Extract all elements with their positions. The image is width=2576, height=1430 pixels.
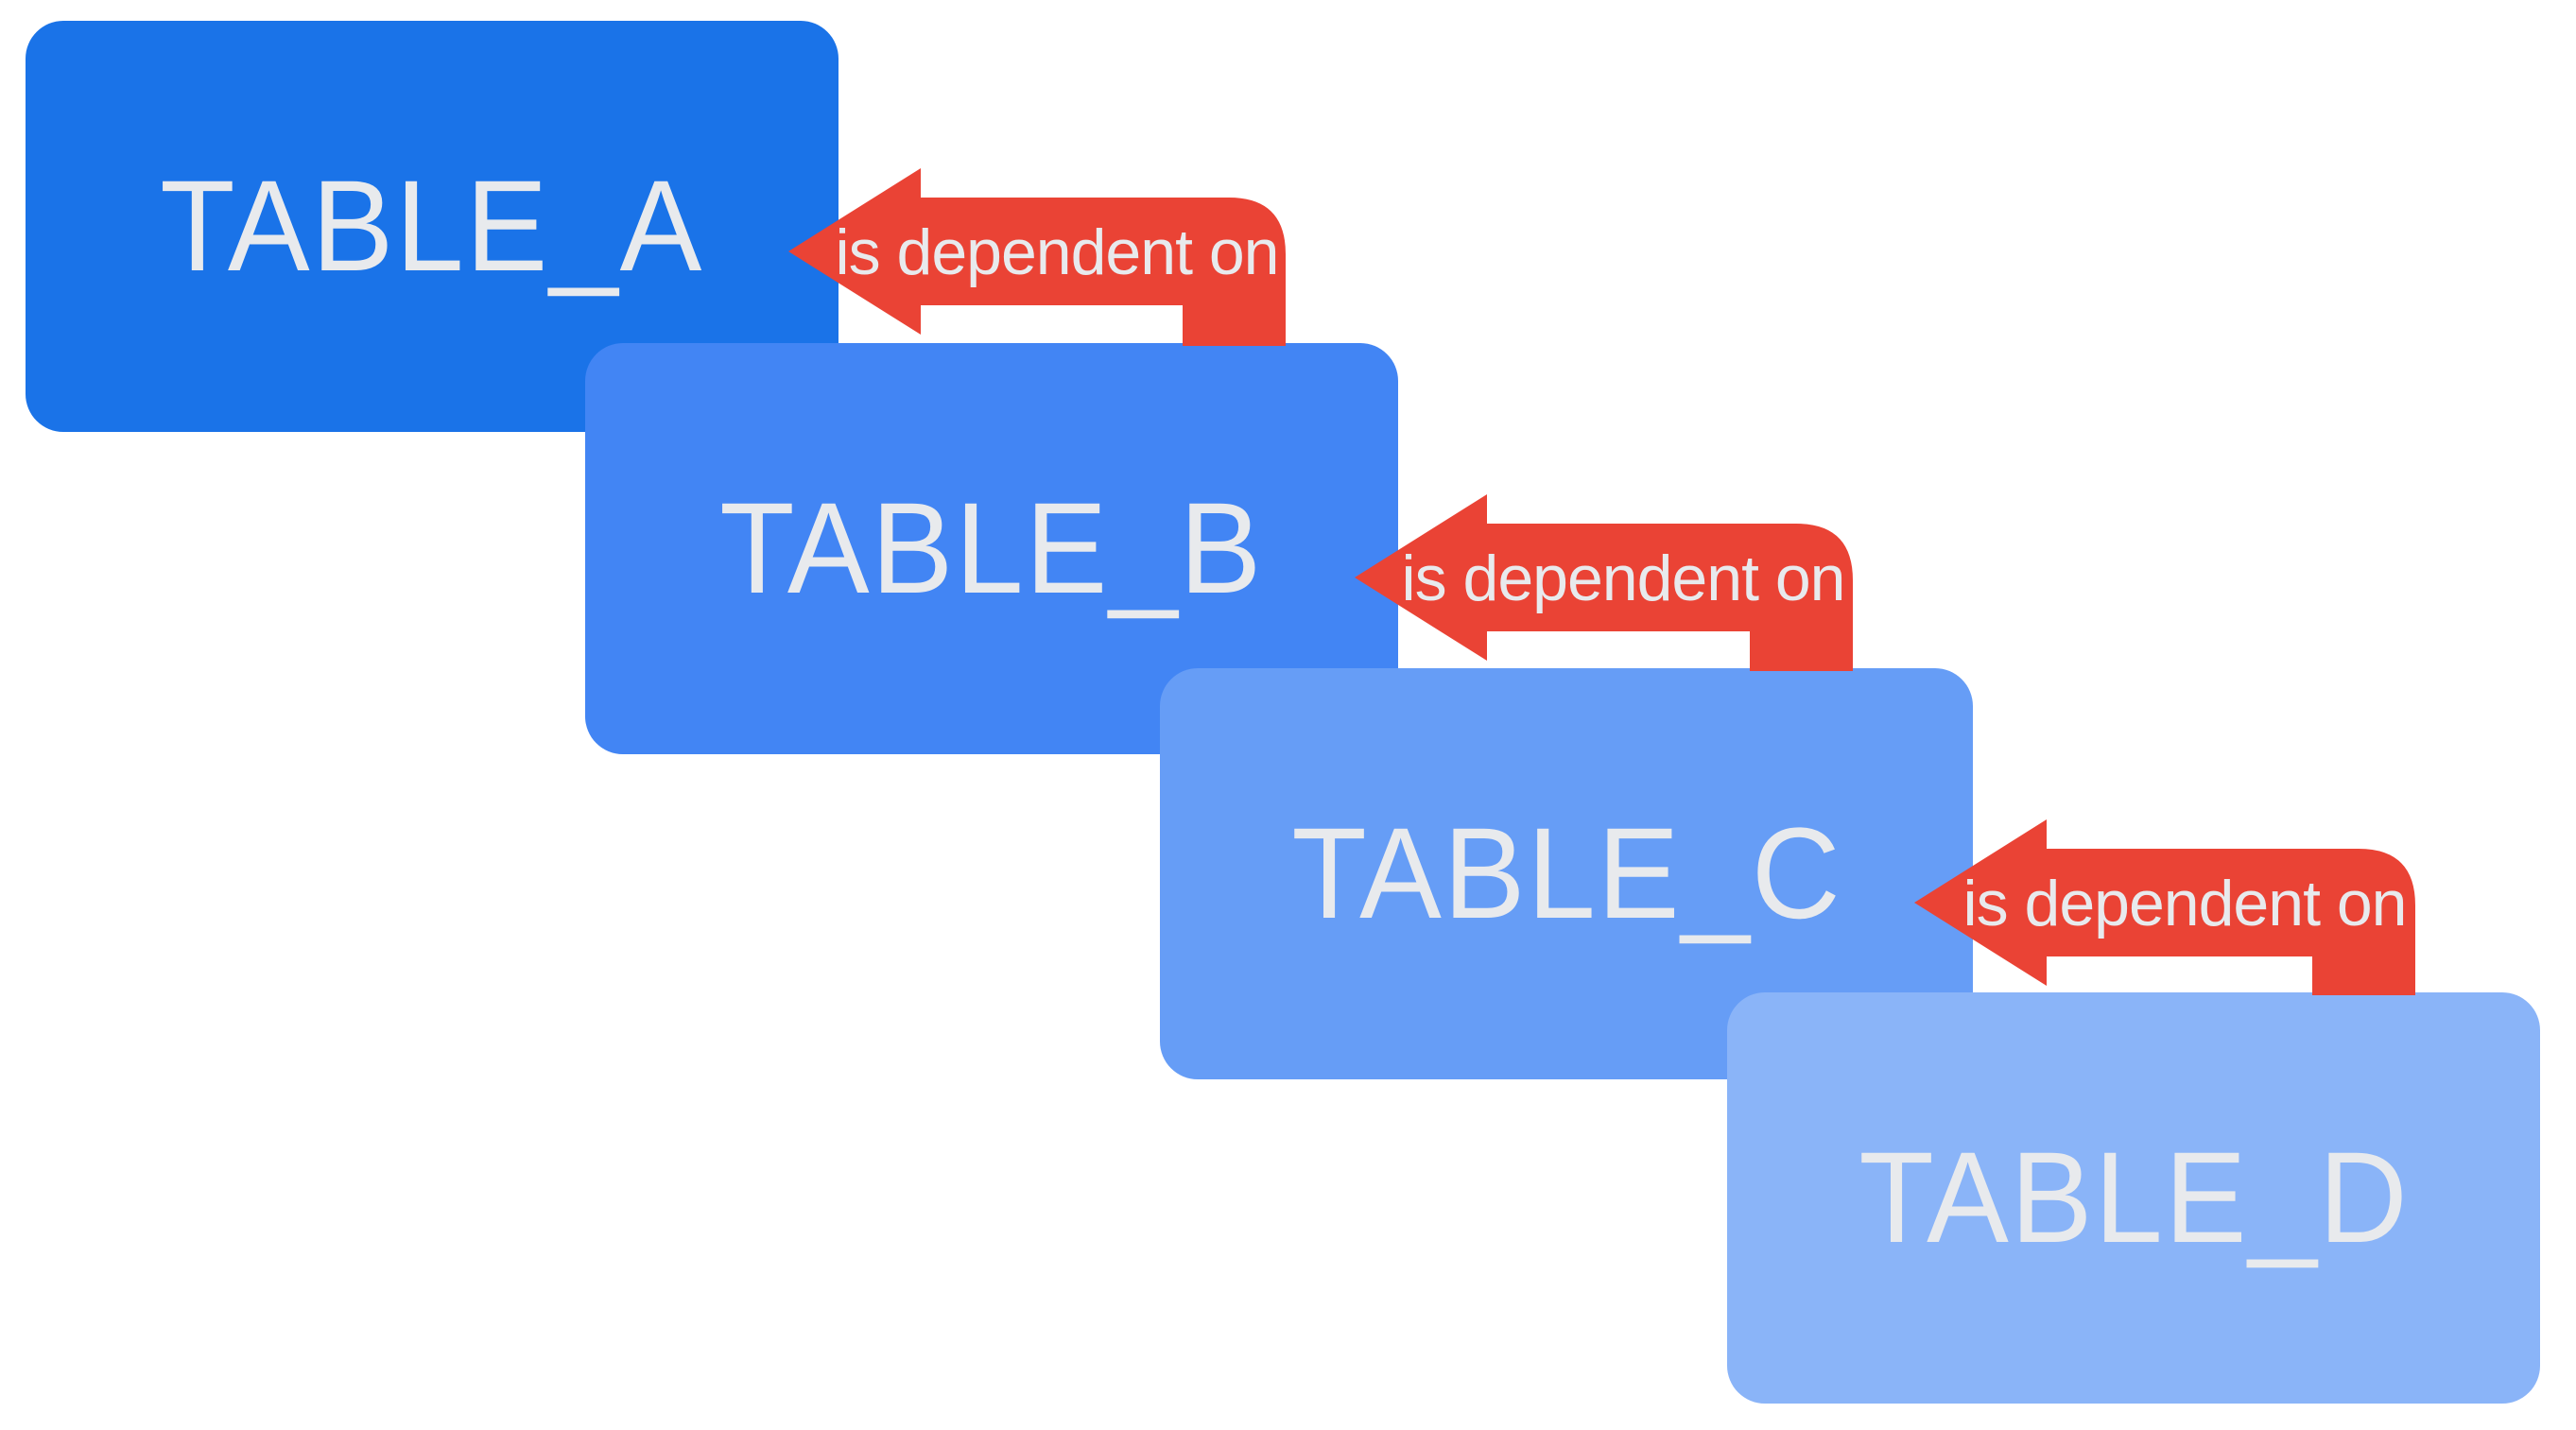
box-table-a: TABLE_A <box>26 21 838 432</box>
arrow-label-c-to-b: is dependent on <box>1402 543 1845 614</box>
dependency-arrow-c-to-b: is dependent on <box>1355 494 1853 671</box>
box-table-a-label: TABLE_A <box>160 154 704 299</box>
box-table-b-label: TABLE_B <box>719 476 1264 621</box>
box-table-d-label: TABLE_D <box>1858 1126 2410 1270</box>
arrow-label-d-to-c: is dependent on <box>1963 868 2407 939</box>
dependency-arrow-d-to-c: is dependent on <box>1914 819 2415 995</box>
box-table-c-label: TABLE_C <box>1290 801 1842 946</box>
box-table-d: TABLE_D <box>1727 992 2540 1404</box>
arrow-shape-d-to-c <box>1914 819 2415 995</box>
arrow-shape-c-to-b <box>1355 494 1853 671</box>
dependency-arrow-b-to-a: is dependent on <box>788 168 1286 346</box>
arrow-shape-b-to-a <box>788 168 1286 346</box>
arrow-label-b-to-a: is dependent on <box>836 216 1279 288</box>
